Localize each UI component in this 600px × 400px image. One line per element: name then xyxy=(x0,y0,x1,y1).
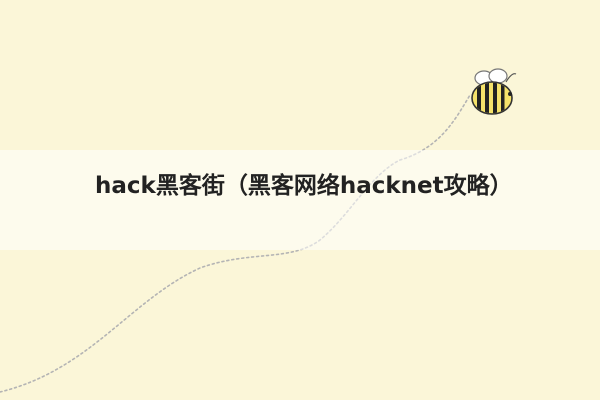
bee-icon xyxy=(471,68,517,115)
article-title: hack黑客街（黑客网络hacknet攻略） xyxy=(95,173,513,199)
title-band xyxy=(0,150,600,250)
